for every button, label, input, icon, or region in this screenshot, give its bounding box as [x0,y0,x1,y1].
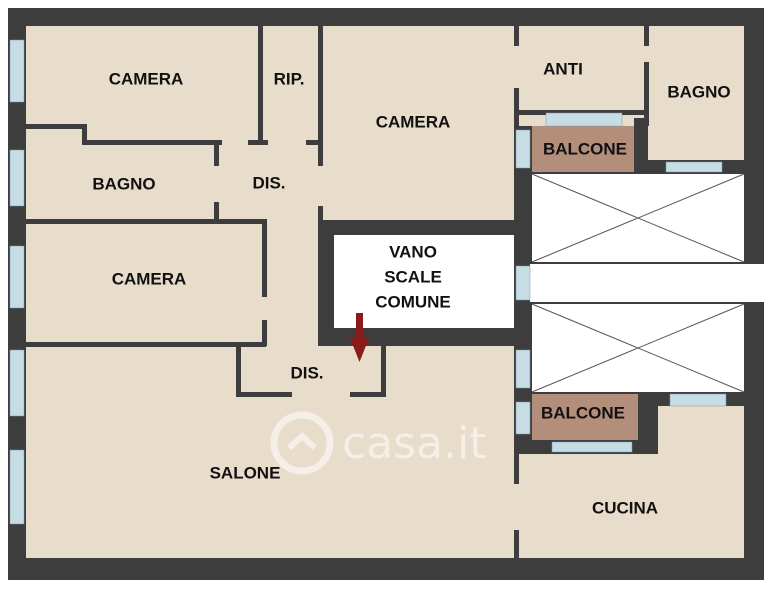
label-cucina: CUCINA [592,498,658,517]
stair-void-upper [531,173,745,263]
label-dis-upper: DIS. [252,173,285,192]
label-camera-top-center: CAMERA [376,112,451,131]
vano-scale-area [334,235,514,328]
label-bagno-left: BAGNO [92,174,155,193]
label-salone: SALONE [210,463,281,482]
stair-void-lower [531,303,745,393]
label-vano-line2: SCALE [384,267,442,286]
stair-passage [530,264,772,302]
label-balcone-bottom: BALCONE [541,403,625,422]
label-bagno-top-right: BAGNO [667,82,730,101]
label-camera-mid-left: CAMERA [112,269,187,288]
windows [9,39,727,525]
label-rip: RIP. [274,69,305,88]
watermark-text: casa.it [342,418,487,469]
label-camera-top-left: CAMERA [109,69,184,88]
entrance-arrow-icon [350,313,369,362]
label-anti: ANTI [543,59,583,78]
balcone-bottom-area [532,394,638,440]
watermark: casa.it [270,411,487,475]
label-vano-line1: VANO [389,242,437,261]
label-vano-line3: COMUNE [375,292,451,311]
label-dis-lower: DIS. [290,363,323,382]
balcone-top-area [532,126,634,172]
label-balcone-top: BALCONE [543,139,627,158]
